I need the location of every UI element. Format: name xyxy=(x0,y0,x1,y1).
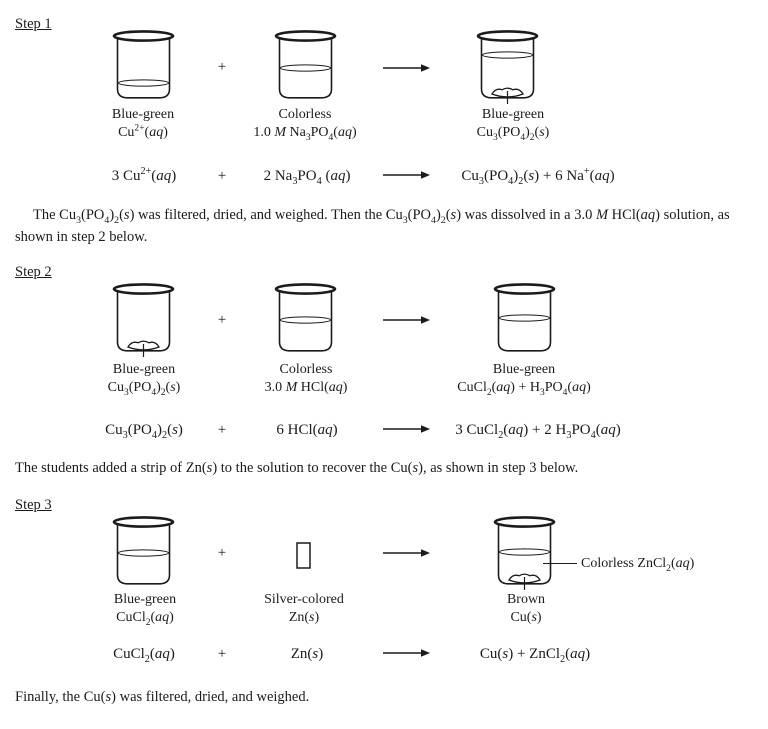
step3-product-color: Brown xyxy=(506,592,546,607)
step2-heading: Step 2 xyxy=(15,264,52,280)
step2-equation-plus-sign: + xyxy=(217,422,227,438)
step1-equation-products: Cu3(PO4)2(s) + 6 Na+(aq) xyxy=(461,166,615,187)
step2-plus-sign: + xyxy=(217,312,227,328)
step1-reactant1-formula: Cu2+(aq) xyxy=(118,123,168,140)
step3-reactant1-beaker-icon xyxy=(112,516,175,588)
step1-reactant2-label: Colorless 1.0 M Na3PO4(aq) xyxy=(253,106,357,143)
paragraph-after-step2: The students added a strip of Zn(s) to t… xyxy=(15,460,579,476)
step3-zinc-strip-icon xyxy=(296,542,312,570)
step1-reactant1-color: Blue-green xyxy=(111,107,175,122)
step3-product-label: Brown Cu(s) xyxy=(507,591,545,627)
step1-heading: Step 1 xyxy=(15,16,52,32)
step3-callout-label: Colorless ZnCl2(aq) xyxy=(581,556,695,574)
step3-heading: Step 3 xyxy=(15,497,52,513)
step3-product-beaker-icon xyxy=(493,516,556,590)
step3-reactant1-label: Blue-green CuCl2(aq) xyxy=(113,591,177,628)
step3-reaction-arrow-icon xyxy=(383,548,430,558)
step2-reactant1-label: Blue-green Cu3(PO4)2(s) xyxy=(107,361,181,398)
step1-equation-arrow-icon xyxy=(383,170,430,180)
step2-reactant2-label: Colorless 3.0 M HCl(aq) xyxy=(265,361,348,397)
step3-reactant1-color: Blue-green xyxy=(113,592,177,607)
step2-reactant2-formula: 3.0 M HCl(aq) xyxy=(264,380,348,395)
step2-reactant2-color: Colorless xyxy=(279,362,333,377)
step2-product-formula: CuCl2(aq) + H3PO4(aq) xyxy=(457,380,591,398)
step2-product-beaker-icon xyxy=(493,283,556,355)
step1-equation-plus-sign: + xyxy=(217,168,227,184)
step2-reactant1-formula: Cu3(PO4)2(s) xyxy=(107,380,181,398)
step1-equation-reactant1: 3 Cu2+(aq) xyxy=(111,166,177,184)
step1-reactant2-formula: 1.0 M Na3PO4(aq) xyxy=(253,125,357,143)
step1-product-label: Blue-green Cu3(PO4)2(s) xyxy=(476,106,550,143)
step2-reactant2-beaker-icon xyxy=(274,283,337,355)
step3-zinc-strip-color: Silver-colored xyxy=(264,592,344,607)
step3-equation-plus-sign: + xyxy=(217,646,227,662)
paragraph-after-step3: Finally, the Cu(s) was filtered, dried, … xyxy=(15,689,310,705)
step3-callout-line xyxy=(543,563,577,564)
step2-equation-arrow-icon xyxy=(383,424,430,434)
step1-reactant2-color: Colorless xyxy=(278,107,332,122)
step1-product-beaker-icon xyxy=(476,30,539,104)
step2-reactant1-beaker-icon xyxy=(112,283,175,357)
step1-product-formula: Cu3(PO4)2(s) xyxy=(476,125,550,143)
step2-equation-reactant1: Cu3(PO4)2(s) xyxy=(105,422,183,441)
step2-product-color: Blue-green xyxy=(492,362,556,377)
step1-reactant1-label: Blue-green Cu2+(aq) xyxy=(112,106,174,142)
step3-equation-arrow-icon xyxy=(383,648,430,658)
step2-equation-products: 3 CuCl2(aq) + 2 H3PO4(aq) xyxy=(455,422,621,441)
step3-zinc-strip-label: Silver-colored Zn(s) xyxy=(264,591,344,627)
step1-reaction-arrow-icon xyxy=(383,63,430,73)
paragraph-after-step1: The Cu3(PO4)2(s) was filtered, dried, an… xyxy=(15,207,730,245)
step3-product-formula: Cu(s) xyxy=(510,610,542,625)
step1-reactant1-beaker-icon xyxy=(112,30,175,102)
step3-equation-products: Cu(s) + ZnCl2(aq) xyxy=(479,646,591,665)
step1-plus-sign: + xyxy=(217,59,227,75)
step3-plus-sign: + xyxy=(217,545,227,561)
step1-reactant2-beaker-icon xyxy=(274,30,337,102)
step1-equation-reactant2: 2 Na3PO4 (aq) xyxy=(263,168,351,187)
step3-equation-reactant1: CuCl2(aq) xyxy=(113,646,175,665)
step1-product-color: Blue-green xyxy=(481,107,545,122)
step3-equation-reactant2: Zn(s) xyxy=(290,646,324,662)
step2-reactant1-color: Blue-green xyxy=(112,362,176,377)
step2-product-label: Blue-green CuCl2(aq) + H3PO4(aq) xyxy=(457,361,591,398)
step2-equation-reactant2: 6 HCl(aq) xyxy=(276,422,338,438)
step2-reaction-arrow-icon xyxy=(383,315,430,325)
step3-reactant1-formula: CuCl2(aq) xyxy=(116,610,174,628)
step3-zinc-strip-formula: Zn(s) xyxy=(288,610,320,625)
